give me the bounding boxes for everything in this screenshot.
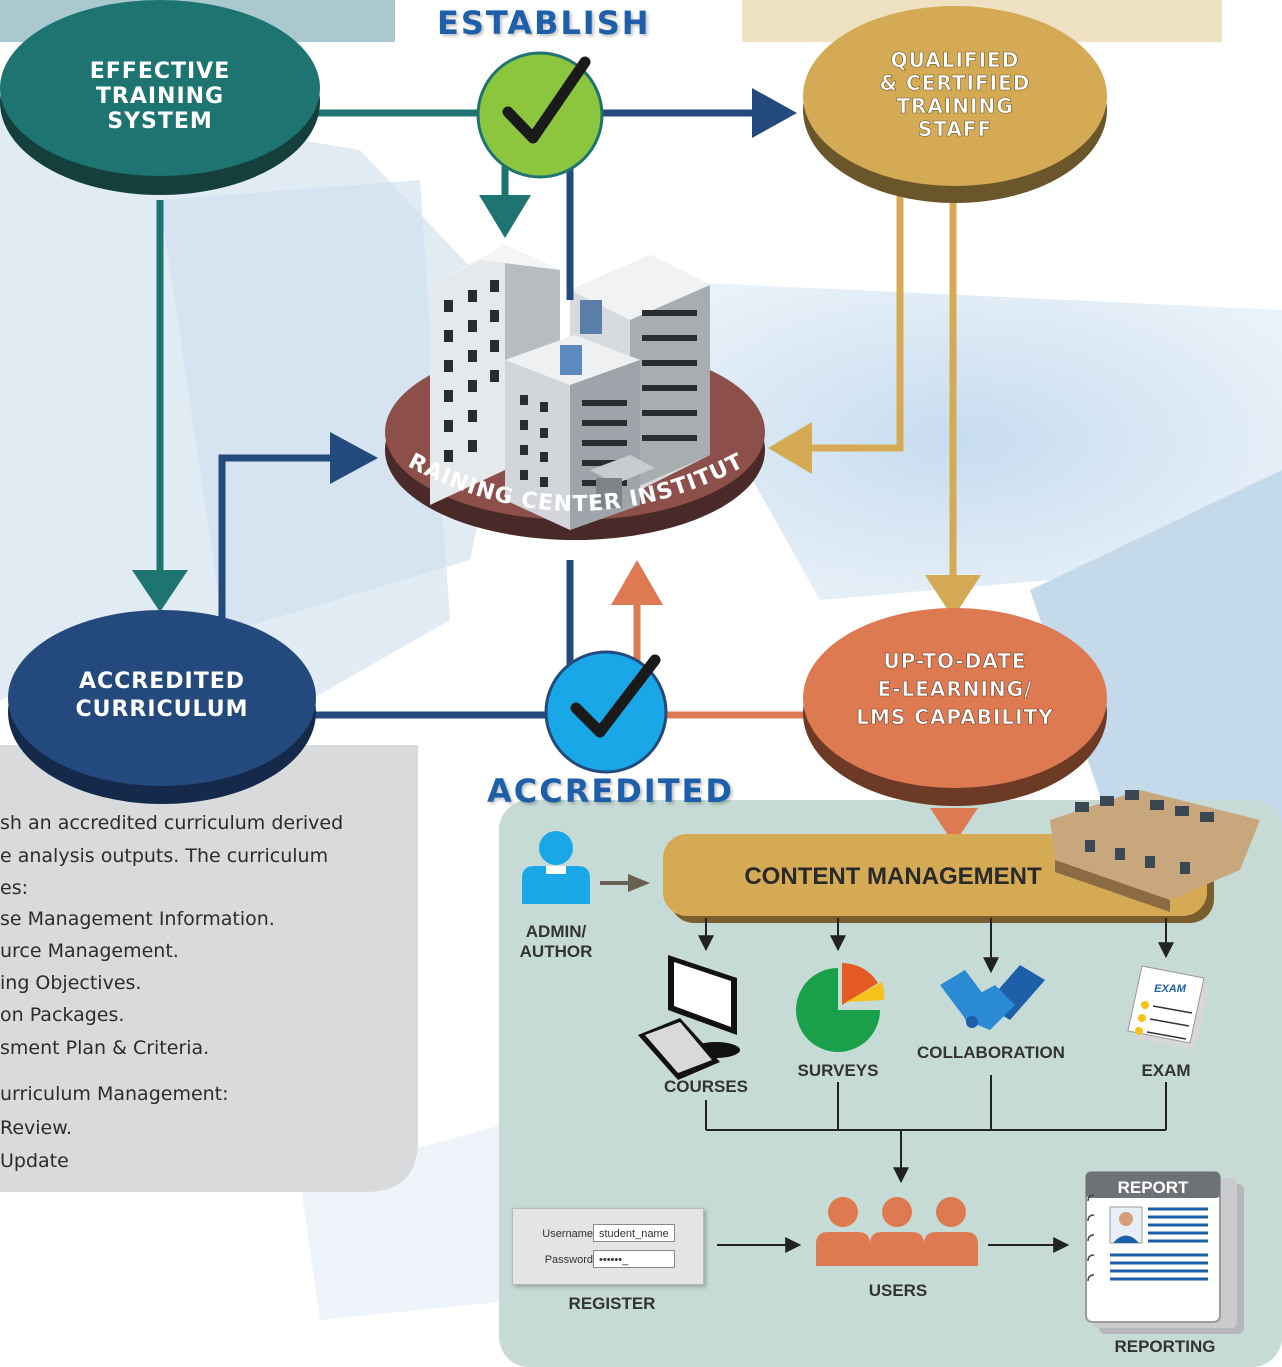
content-management-label: CONTENT MANAGEMENT	[744, 863, 1042, 890]
description-line: e analysis outputs. The curriculum	[0, 845, 329, 867]
description-line: urriculum Management:	[0, 1083, 229, 1105]
merge-lines	[705, 1075, 1167, 1253]
description-line: se Management Information.	[0, 908, 275, 930]
svg-text:QUALIFIED: QUALIFIED	[891, 48, 1020, 72]
node-elearning	[803, 608, 1107, 806]
svg-text:EXAM: EXAM	[1154, 983, 1187, 995]
content-branch-lines	[698, 918, 1174, 974]
node-qualified-staff	[803, 6, 1107, 203]
arrow-staff-to-center-head	[768, 422, 812, 474]
admin-to-content-arrow	[600, 874, 650, 892]
arrow-effective-to-center-head	[479, 195, 531, 238]
password-field[interactable]: ••••••_	[593, 1250, 675, 1268]
description-line: Review.	[0, 1117, 73, 1139]
svg-text:STAFF: STAFF	[918, 117, 992, 141]
svg-text:E-LEARNING/: E-LEARNING/	[878, 677, 1033, 701]
admin-user-icon	[522, 831, 590, 904]
courses-computer-icon	[638, 955, 740, 1080]
arrow-curriculum-to-center	[218, 454, 335, 630]
username-field[interactable]: student_name	[593, 1224, 675, 1242]
node-elearning-text: UP-TO-DATE E-LEARNING/ LMS CAPABILITY	[856, 649, 1053, 730]
collaboration-handshake-icon	[940, 965, 1045, 1030]
reporting-label: REPORTING	[1114, 1337, 1216, 1356]
description-line: urce Management.	[0, 940, 179, 962]
svg-text:CURRICULUM: CURRICULUM	[75, 697, 248, 722]
arrow-effective-to-curriculum-head	[132, 570, 188, 612]
node-effective-training-system-text: EFFECTIVE TRAINING SYSTEM	[90, 59, 231, 134]
courses-label: COURSES	[663, 1077, 749, 1096]
description-line: ing Objectives.	[0, 972, 142, 994]
surveys-label: SURVEYS	[797, 1061, 879, 1080]
establish-heading: ESTABLISH	[437, 4, 651, 42]
users-icon	[816, 1197, 978, 1266]
svg-text:SYSTEM: SYSTEM	[107, 109, 213, 134]
svg-text:TRAINING: TRAINING	[896, 94, 1013, 118]
description-line: sh an accredited curriculum derived	[0, 812, 344, 834]
svg-text:& CERTIFIED: & CERTIFIED	[880, 71, 1031, 95]
training-center-building	[430, 245, 710, 530]
svg-text:UP-TO-DATE: UP-TO-DATE	[883, 649, 1026, 673]
arrow-staff-to-center	[810, 195, 904, 452]
description-panel	[0, 745, 418, 1192]
svg-text:LMS CAPABILITY: LMS CAPABILITY	[856, 705, 1053, 729]
arrow-center-to-staff-head	[752, 88, 797, 138]
register-label: REGISTER	[568, 1294, 656, 1313]
flow-arrows	[132, 88, 981, 844]
description-line: es:	[0, 877, 28, 899]
arrow-elearning-to-center-head	[611, 560, 663, 605]
description-line: Update	[0, 1150, 69, 1172]
svg-text:REPORT: REPORT	[1118, 1178, 1189, 1197]
register-login-form: Username student_name Password ••••••_	[512, 1208, 704, 1285]
svg-text:TRAINING: TRAINING	[96, 84, 224, 109]
exam-label: EXAM	[1141, 1061, 1191, 1080]
svg-text:EFFECTIVE: EFFECTIVE	[90, 59, 231, 84]
computer-lab-image	[1050, 790, 1260, 912]
report-document-icon: REPORT	[1085, 1171, 1244, 1334]
node-effective-training-system	[0, 0, 320, 195]
node-accredited-curriculum	[8, 610, 316, 804]
username-label: Username	[542, 1228, 593, 1240]
establish-check-icon	[476, 51, 604, 179]
node-accredited-curriculum-text: ACCREDITED CURRICULUM	[75, 669, 248, 722]
surveys-pie-icon	[796, 962, 885, 1052]
password-label: Password	[544, 1254, 593, 1266]
arrow-staff-to-elearning-head	[925, 575, 981, 618]
users-label: USERS	[868, 1281, 928, 1300]
arrow-elearning-to-content-head	[930, 808, 978, 844]
admin-author-label: ADMIN/ AUTHOR	[519, 922, 593, 961]
accredited-check-icon	[544, 650, 668, 774]
collaboration-label: COLLABORATION	[917, 1043, 1065, 1062]
svg-text:ACCREDITED: ACCREDITED	[79, 669, 245, 694]
exam-sheet-icon: EXAM	[1127, 965, 1210, 1050]
accredited-heading: ACCREDITED	[487, 772, 734, 810]
node-qualified-staff-text: QUALIFIED & CERTIFIED TRAINING STAFF	[879, 48, 1031, 142]
description-line: sment Plan & Criteria.	[0, 1037, 210, 1059]
description-line: on Packages.	[0, 1004, 125, 1026]
arrow-curriculum-to-center-head	[330, 432, 378, 484]
